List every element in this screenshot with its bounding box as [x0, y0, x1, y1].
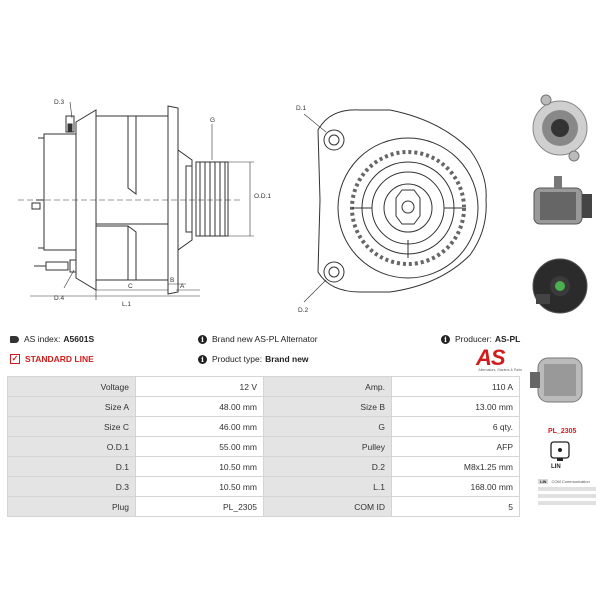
- info-icon: i: [198, 334, 207, 344]
- spec-value: PL_2305: [135, 496, 264, 517]
- spec-key: L.1: [263, 476, 392, 497]
- as-logo-mark: AS: [476, 345, 506, 370]
- legend-bar: [538, 494, 596, 498]
- label-b: B: [170, 277, 174, 284]
- spec-key: COM ID: [263, 496, 392, 517]
- side-view: [18, 101, 254, 300]
- producer-value: AS-PL: [494, 334, 521, 344]
- spec-value: 48.00 mm: [135, 396, 264, 417]
- as-index-value: A5601S: [63, 334, 95, 344]
- label-d4: D.4: [54, 295, 65, 302]
- brand-row: i Brand new AS-PL Alternator: [198, 334, 321, 344]
- spec-value: AFP: [391, 436, 520, 457]
- alternator-angle-photo[interactable]: [524, 342, 596, 422]
- producer-label: Producer:: [455, 334, 492, 344]
- technical-drawing: D.3 D.4 G O.D.1 C B A L.1 D.1 D.2: [18, 99, 487, 314]
- info-icon: i: [198, 354, 207, 364]
- plug-legend: LIN COM Communication: [538, 478, 596, 505]
- spec-value: 10.50 mm: [135, 476, 264, 497]
- spec-value: M8x1.25 mm: [391, 456, 520, 477]
- tag-icon: [10, 335, 19, 343]
- front-view: [303, 109, 487, 303]
- check-icon: ✓: [10, 354, 20, 364]
- spec-value: 55.00 mm: [135, 436, 264, 457]
- spec-key: Size A: [7, 396, 136, 417]
- spec-value: 110 A: [391, 376, 520, 397]
- label-d1: D.1: [296, 105, 307, 112]
- spec-key: Size B: [263, 396, 392, 417]
- plug-code: PL_2305: [548, 428, 577, 435]
- legend-key: LIN: [538, 478, 549, 484]
- standard-line-label: STANDARD LINE: [25, 354, 94, 364]
- plug-pin-label: LIN: [551, 464, 561, 470]
- spec-key: Amp.: [263, 376, 392, 397]
- standard-line-row: ✓ STANDARD LINE: [10, 354, 94, 364]
- product-type-row: i Product type: Brand new: [198, 354, 309, 364]
- product-type-value: Brand new: [265, 354, 309, 364]
- spec-key: Pulley: [263, 436, 392, 457]
- spec-value: 12 V: [135, 376, 264, 397]
- label-od1: O.D.1: [254, 193, 271, 200]
- spec-value: 168.00 mm: [391, 476, 520, 497]
- spec-key: D.1: [7, 456, 136, 477]
- as-logo: AS Alternators, Starters & Parts: [452, 345, 522, 373]
- legend-row: LIN COM Communication: [538, 478, 596, 484]
- label-g: G: [210, 117, 215, 124]
- producer-row: i Producer: AS-PL: [441, 334, 520, 344]
- spec-key: D.3: [7, 476, 136, 497]
- spec-key: D.2: [263, 456, 392, 477]
- spec-key: Size C: [7, 416, 136, 437]
- as-index-label: AS index:: [24, 334, 61, 344]
- spec-key: O.D.1: [7, 436, 136, 457]
- product-type-label: Product type:: [212, 354, 263, 364]
- spec-value: 6 qty.: [391, 416, 520, 437]
- label-d3: D.3: [54, 99, 65, 106]
- brand-text: Brand new AS-PL Alternator: [212, 334, 318, 344]
- legend-bar: [538, 501, 596, 505]
- label-d2: D.2: [298, 307, 309, 314]
- spec-value: 46.00 mm: [135, 416, 264, 437]
- label-a: A: [180, 283, 185, 290]
- spec-key: Plug: [7, 496, 136, 517]
- as-index-row: AS index: A5601S: [10, 334, 94, 344]
- spec-value: 13.00 mm: [391, 396, 520, 417]
- plug-connector-icon: [550, 441, 570, 461]
- spec-value: 10.50 mm: [135, 456, 264, 477]
- alternator-front-photo[interactable]: [524, 86, 596, 166]
- spec-key: G: [263, 416, 392, 437]
- label-l1: L.1: [122, 301, 131, 308]
- legend-bar: [538, 487, 596, 491]
- legend-text: COM Communication: [551, 478, 590, 484]
- as-logo-tagline: Alternators, Starters & Parts: [478, 368, 522, 372]
- spec-key: Voltage: [7, 376, 136, 397]
- label-c: C: [128, 283, 133, 290]
- info-icon: i: [441, 334, 450, 344]
- spec-value: 5: [391, 496, 520, 517]
- alternator-rear-photo[interactable]: [524, 244, 596, 324]
- alternator-side-photo[interactable]: [524, 170, 596, 240]
